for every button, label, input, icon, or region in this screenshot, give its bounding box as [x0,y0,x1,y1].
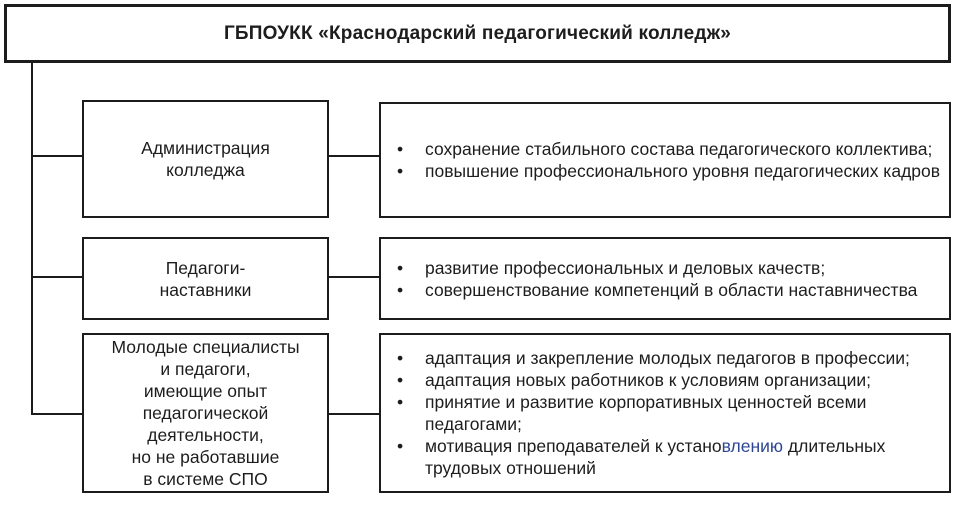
connector-row2-right [329,276,379,278]
connector-trunk [31,63,33,415]
goal-item: принятие и развитие корпоративных ценнос… [381,391,943,435]
goal-item: мотивация преподавателей к установлению … [381,435,943,479]
goals-list-young-specialists: адаптация и закрепление молодых педагого… [381,347,949,479]
goal-item: адаптация и закрепление молодых педагого… [381,347,943,369]
connector-row2-left [31,276,82,278]
group-box-mentors: Педагоги- наставники [82,237,329,320]
group-box-young-specialists: Молодые специалисты и педагоги, имеющие … [82,333,329,493]
diagram-title: ГБПОУКК «Краснодарский педагогический ко… [223,22,732,44]
goals-box-mentors: развитие профессиональных и деловых каче… [379,237,951,320]
group-label-mentors: Педагоги- наставники [159,257,252,300]
goal-item: адаптация новых работников к условиям ор… [381,369,943,391]
goals-box-administration: сохранение стабильного состава педагогич… [379,102,951,218]
goals-list-mentors: развитие профессиональных и деловых каче… [381,257,949,301]
goals-list-administration: сохранение стабильного состава педагогич… [381,138,949,182]
goal-item: совершенствование компетенций в области … [381,279,943,301]
group-box-administration: Администрация колледжа [82,100,329,218]
goals-box-young-specialists: адаптация и закрепление молодых педагого… [379,333,951,493]
goal-item: развитие профессиональных и деловых каче… [381,257,943,279]
group-label-administration: Администрация колледжа [141,138,270,180]
connector-row3-right [329,413,379,415]
title-box: ГБПОУКК «Краснодарский педагогический ко… [4,4,951,63]
group-label-young-specialists: Молодые специалисты и педагоги, имеющие … [111,337,300,489]
connector-row1-right [329,155,379,157]
goal-item: сохранение стабильного состава педагогич… [381,138,943,160]
connector-row1-left [31,155,82,157]
connector-row3-left [31,413,82,415]
goal-item: повышение профессионального уровня педаг… [381,160,943,182]
